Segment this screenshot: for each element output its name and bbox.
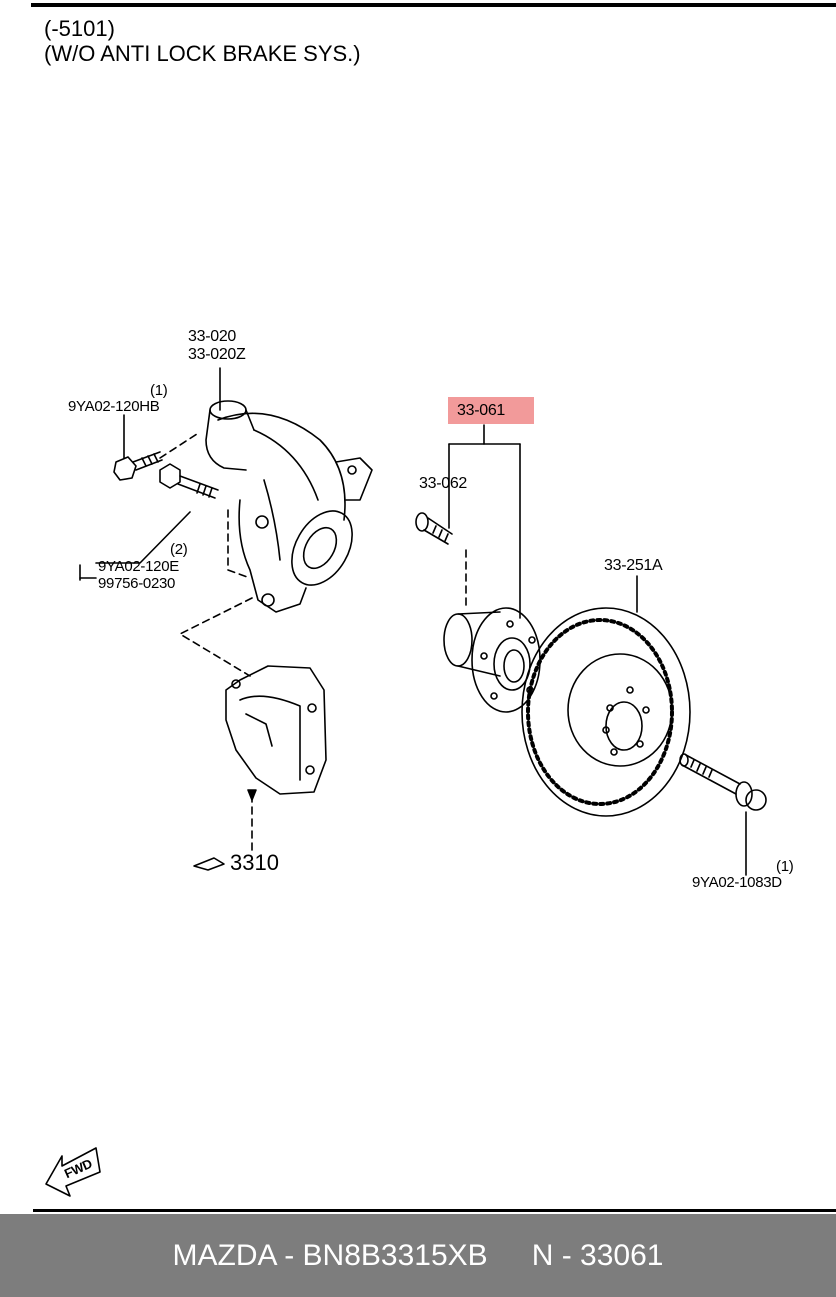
callout-33-061[interactable]: 33-061: [457, 402, 506, 419]
bolt-9ya02-120hb-icon: [113, 451, 163, 481]
callout-bolt2-qty: (2): [170, 541, 188, 558]
callout-33-251a: 33-251A: [604, 557, 663, 574]
callout-9ya02-1083d: 9YA02-1083D: [692, 874, 782, 891]
bottom-rule: [33, 1209, 836, 1212]
wheel-hub-icon: [443, 607, 541, 713]
leader-lines: [79, 367, 747, 876]
diagram-header: (-5101)(W/O ANTI LOCK BRAKE SYS.): [44, 16, 361, 66]
footer-bar: MAZDA - BN8B3315XB N - 33061: [0, 1214, 836, 1297]
top-rule: [31, 3, 836, 7]
header-line-2: (W/O ANTI LOCK BRAKE SYS.): [44, 41, 361, 66]
disc-bolt-icon: [679, 753, 767, 811]
steering-knuckle-icon: [205, 400, 373, 613]
reference-arrow-icon: [193, 857, 225, 871]
callout-3310[interactable]: 3310: [230, 850, 279, 875]
highlighted-part-box[interactable]: [448, 397, 534, 424]
brake-caliper-icon: [225, 665, 327, 801]
callout-33-062: 33-062: [419, 475, 468, 492]
callout-9ya02-120e: 9YA02-120E: [98, 558, 179, 575]
forward-arrow-icon: [45, 1147, 101, 1197]
callout-9ya02-120hb: 9YA02-120HB: [68, 398, 160, 415]
footer-brand-part-number: MAZDA - BN8B3315XB: [172, 1238, 488, 1272]
callout-33-020z: 33-020Z: [188, 346, 246, 363]
footer-group-reference: N - 33061: [531, 1238, 664, 1272]
callout-bolt1-qty: (1): [150, 382, 168, 399]
bolt-9ya02-120e-icon: [159, 463, 219, 499]
callout-disc-bolt-qty: (1): [776, 858, 794, 875]
callout-99756-0230: 99756-0230: [98, 575, 176, 592]
header-line-1: (-5101): [44, 16, 115, 41]
brake-disc-icon: [521, 607, 691, 817]
callout-33-020: 33-020: [188, 328, 237, 345]
assembly-dash-lines: [159, 431, 467, 851]
hub-bolt-icon: [415, 512, 453, 545]
